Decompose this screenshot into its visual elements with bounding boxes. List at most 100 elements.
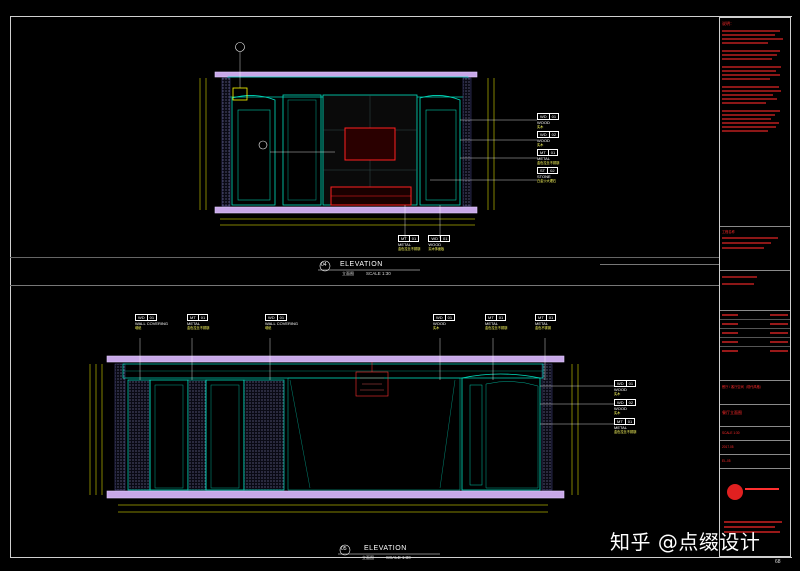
callout-04-right-2-label: METAL bbox=[537, 156, 551, 161]
callout-05-top-4-sub: 金色拉丝不锈钢 bbox=[485, 326, 508, 330]
callout-05-top-5-sub: 金色不锈钢 bbox=[535, 326, 551, 330]
elevation-drawings bbox=[89, 42, 614, 556]
callout-04-bottom-1-num: 01 bbox=[442, 236, 448, 241]
callout-04-right-0-label: WOOD bbox=[537, 120, 550, 125]
view-scale-05: SCALE 1:30 bbox=[386, 555, 411, 560]
view-subtitle-05: 立面图 bbox=[362, 555, 374, 560]
callout-05-top-3-num: 01 bbox=[447, 315, 453, 320]
callout-04-right-2-num: 01 bbox=[550, 150, 556, 155]
tb-staff-rows bbox=[720, 310, 790, 381]
view-title-04: 04 ELEVATION 立面图 SCALE 1:30 bbox=[318, 261, 428, 276]
view-subtitle-04: 立面图 bbox=[342, 271, 354, 276]
frame-top bbox=[10, 16, 792, 17]
frame-divider bbox=[10, 285, 719, 286]
notes-heading: 说明： bbox=[722, 21, 734, 26]
tb-scale: SCALE 1:30 bbox=[722, 431, 740, 435]
view-heading-04: ELEVATION bbox=[340, 261, 383, 268]
callout-05-top-5-num: 01 bbox=[548, 315, 554, 320]
company-logo-icon bbox=[727, 484, 743, 500]
callout-05-right-1-label: WOOD bbox=[614, 406, 627, 411]
callout-04-right-1-code: WD bbox=[538, 132, 550, 137]
frame-bottom bbox=[10, 557, 792, 558]
tb-logo-row bbox=[720, 468, 790, 559]
callout-05-right-2-code: MT bbox=[615, 419, 626, 424]
callout-05-top-0-sub: 墙纸 bbox=[135, 326, 142, 330]
view-number-04: 04 bbox=[321, 262, 327, 268]
callout-04-right-0-num: 01 bbox=[551, 114, 557, 119]
callout-05-top-4-label: METAL bbox=[485, 321, 499, 326]
tb-drawing-name-row: 餐厅立面图 bbox=[720, 404, 790, 427]
tb-date: 2017.05 bbox=[722, 445, 734, 449]
frame-divider-2 bbox=[10, 257, 719, 258]
tb-sheet-row: EL-05 bbox=[720, 454, 790, 469]
tb-area: 餐厅 / 客厅空间（现代风格） bbox=[722, 385, 763, 389]
tb-client-row bbox=[720, 270, 790, 311]
watermark-text: 知乎 @点缀设计 bbox=[610, 530, 761, 554]
callout-05-right-2-num: 01 bbox=[627, 419, 633, 424]
frame-left bbox=[10, 16, 11, 558]
callout-04-bottom-0-label: METAL bbox=[398, 242, 412, 247]
callout-05-right-2-label: METAL bbox=[614, 425, 628, 430]
callout-04-right-3-code: ST bbox=[538, 168, 549, 173]
callout-04-right-0-code: WD bbox=[538, 114, 550, 119]
tb-scale-row: SCALE 1:30 bbox=[720, 426, 790, 441]
tb-project-label: 工程名称 bbox=[722, 230, 735, 234]
callout-05-top-5-label: METAL bbox=[535, 321, 549, 326]
callout-04-right-2-code: MT bbox=[538, 150, 549, 155]
callout-05-top-1-label: METAL bbox=[187, 321, 201, 326]
frame-divider-3 bbox=[600, 264, 719, 265]
callout-04-bottom-1-code: WD bbox=[429, 236, 441, 241]
callout-05-top-3-sub: 实木 bbox=[433, 326, 440, 330]
callout-04-right-1-sub: 实木 bbox=[537, 143, 544, 147]
view-title-05: 05 ELEVATION 立面图 SCALE 1:30 bbox=[338, 545, 448, 560]
callout-04-bottom-1-sub: 实木饰面板 bbox=[428, 247, 445, 251]
title-05 bbox=[338, 544, 440, 556]
callout-04-right-3-label: STONE bbox=[537, 174, 551, 179]
tb-drawing-name: 餐厅立面图 bbox=[722, 410, 742, 415]
callout-05-top-2-sub: 墙纸 bbox=[265, 326, 272, 330]
title-04 bbox=[318, 260, 420, 272]
chandelier bbox=[355, 362, 389, 397]
tb-area-row: 餐厅 / 客厅空间（现代风格） bbox=[720, 380, 790, 405]
callout-04-bottom-0-num: 01 bbox=[411, 236, 417, 241]
callout-04-bottom-1-label: WOOD bbox=[428, 242, 442, 247]
elevation-05 bbox=[89, 338, 614, 513]
callout-05-right-0-code: WD bbox=[615, 381, 627, 386]
callout-05-top-4-num: 01 bbox=[498, 315, 504, 320]
callout-04-right-1-num: 02 bbox=[551, 132, 557, 137]
callout-04-right-0-sub: 实木 bbox=[537, 125, 544, 129]
company-brand-mark bbox=[745, 488, 779, 490]
callout-05-right-0-num: 01 bbox=[628, 381, 634, 386]
callout-05-top-3-label: WOOD bbox=[433, 321, 446, 326]
callout-04-right-3-num: 02 bbox=[550, 168, 555, 173]
tb-sheet-code: EL-05 bbox=[722, 459, 731, 463]
view-heading-05: ELEVATION bbox=[364, 545, 407, 552]
notes-body bbox=[720, 26, 790, 136]
title-block: 说明： 工程名称 bbox=[719, 17, 791, 557]
callout-05-right-1-code: WD bbox=[615, 400, 627, 405]
callout-05-top-2-label: WALL COVERING bbox=[265, 321, 299, 326]
elevation-04 bbox=[199, 42, 537, 238]
callout-05-top-0-label: WALL COVERING bbox=[135, 321, 169, 326]
callout-05-right-0-sub: 实木 bbox=[614, 392, 621, 396]
callout-05-top-2-num: 01 bbox=[279, 315, 285, 320]
view-scale-04: SCALE 1:30 bbox=[366, 271, 391, 276]
callout-05-right-2-sub: 金色拉丝不锈钢 bbox=[614, 430, 637, 434]
